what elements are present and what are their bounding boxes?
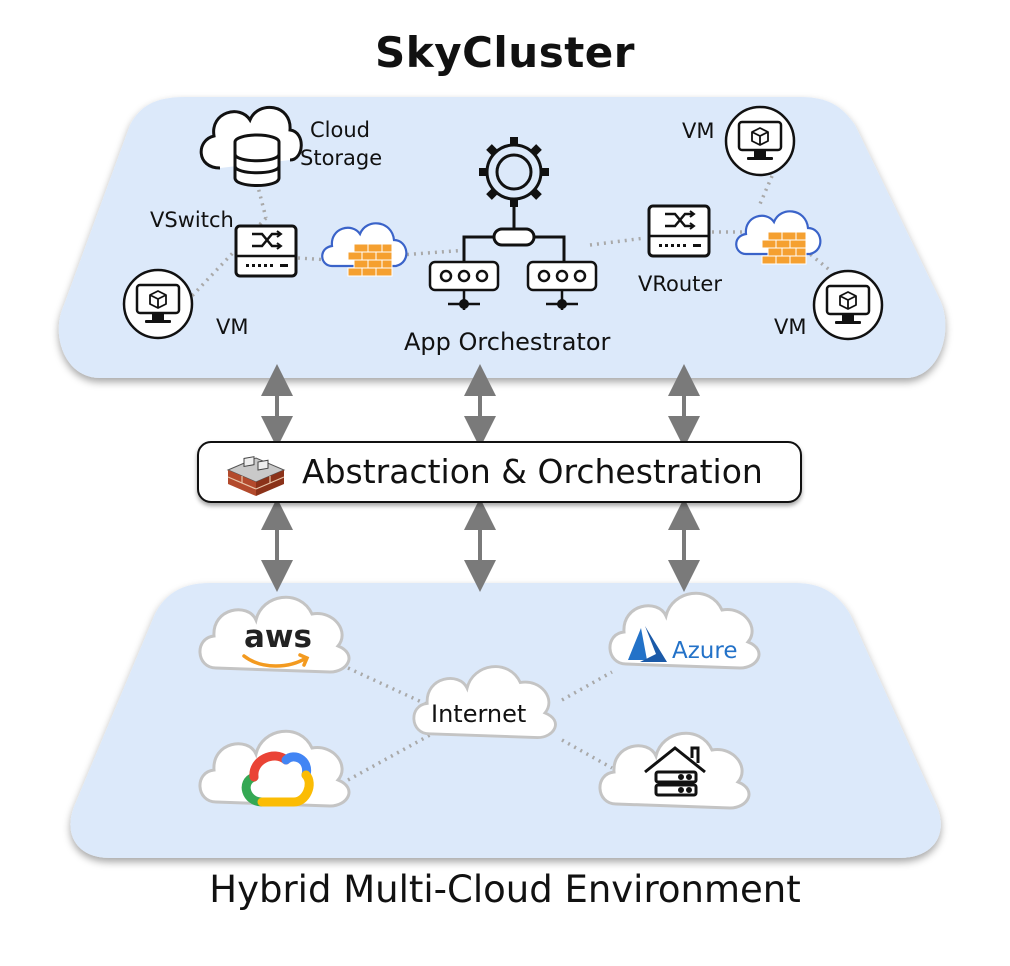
azure-logo (628, 626, 667, 662)
gear-icon (462, 137, 566, 262)
orchestration-box (197, 441, 802, 503)
vm-label: VM (774, 315, 807, 339)
cloud-storage-label-line2: Storage (300, 146, 383, 170)
vm-label: VM (682, 119, 715, 143)
vm-icon (812, 269, 884, 341)
vrouter-icon (647, 204, 711, 258)
brick-wall-icon (226, 456, 286, 496)
vrouter-label: VRouter (638, 272, 722, 296)
on-prem-house-icon (644, 746, 706, 797)
bottom-layer-title: Hybrid Multi-Cloud Environment (209, 868, 801, 911)
arrows (261, 364, 700, 592)
app-orchestrator-label: App Orchestrator (404, 328, 611, 356)
vm-icon (122, 268, 194, 340)
cloud-storage-icon (199, 105, 303, 187)
vm-icon (724, 105, 796, 177)
azure-label: Azure (672, 638, 738, 664)
vswitch-label: VSwitch (150, 208, 234, 232)
vswitch-icon (234, 224, 298, 278)
aws-logo (242, 653, 310, 668)
top-connections (188, 175, 834, 300)
aws-label: aws (244, 619, 313, 655)
vm-label: VM (216, 315, 249, 339)
diagram-title: SkyCluster (375, 28, 635, 77)
cloud-storage-label-line1: Cloud (310, 118, 370, 142)
google-cloud-logo (241, 751, 314, 807)
orchestration-label: Abstraction & Orchestration (302, 452, 763, 491)
internet-label: Internet (431, 700, 527, 728)
bottom-connections (347, 666, 613, 782)
